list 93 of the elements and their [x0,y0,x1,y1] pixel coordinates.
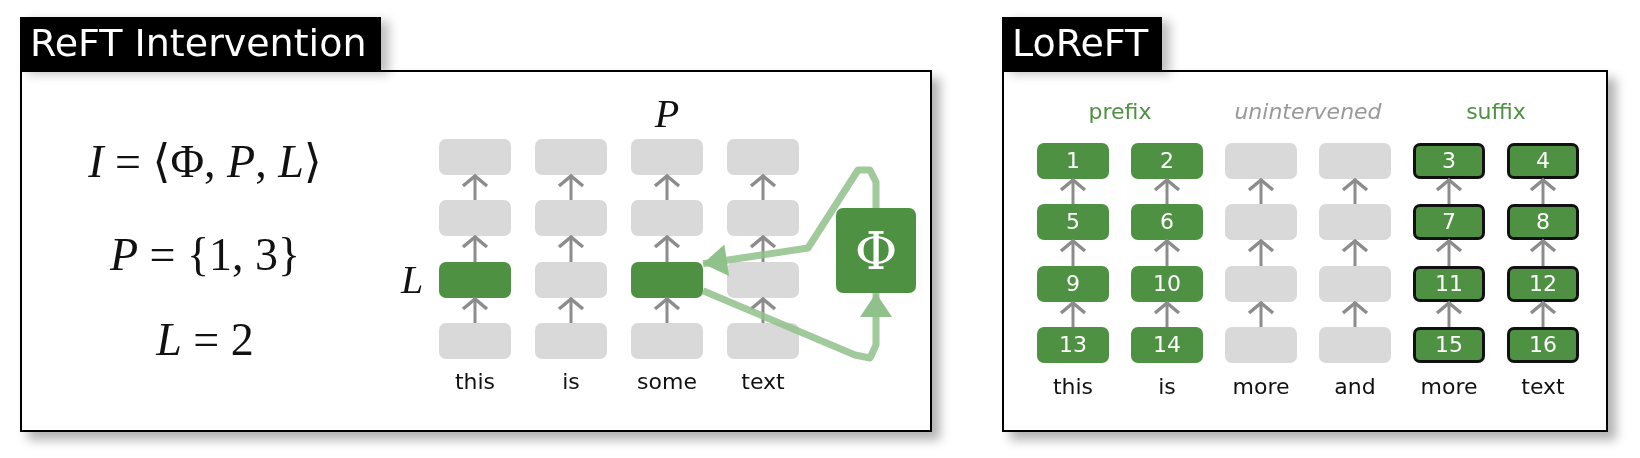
arrow [557,235,585,262]
arrow [702,166,880,277]
numbered-block: 9 [1037,266,1109,302]
arrow [749,174,777,200]
arrow [653,297,681,323]
numbered-block: 14 [1131,327,1203,363]
numbered-block: 7 [1413,204,1485,240]
numbered-block: 8 [1507,204,1579,240]
token-label: is [562,369,580,395]
arrow [557,174,585,200]
arrow [653,174,681,200]
state-block [631,139,703,175]
arrow [1341,239,1369,266]
state-block [1319,327,1391,363]
token-label: more [1420,374,1478,400]
numbered-block: 12 [1507,266,1579,302]
arrow [1059,301,1087,327]
arrow [1247,239,1275,266]
state-block [535,200,607,236]
state-block [535,262,607,298]
arrow [701,287,892,362]
token-label: more [1232,374,1290,400]
state-block [439,139,511,175]
state-block [439,323,511,359]
numbered-block: 13 [1037,327,1109,363]
state-block [439,200,511,236]
group-label: suffix [1466,99,1526,125]
arrow [1247,178,1275,204]
position-symbol: P [654,92,680,136]
arrow [1529,239,1557,266]
numbered-block: 15 [1413,327,1485,363]
numbered-block: 10 [1131,266,1203,302]
numbered-block: 11 [1413,266,1485,302]
state-block [1225,204,1297,240]
state-block [1319,266,1391,302]
state-block [631,200,703,236]
arrow [1529,301,1557,327]
arrow [1341,178,1369,204]
token-label: text [741,369,785,395]
state-block [1225,143,1297,179]
token-label: text [1521,374,1565,400]
token-label: some [637,369,697,395]
group-label: prefix [1088,99,1152,125]
formula: I = ⟨Φ, P, L⟩ [88,136,322,188]
arrow [1153,239,1181,266]
state-block [1225,327,1297,363]
arrow [1435,239,1463,266]
state-block [631,262,703,298]
layer-symbol: L [400,258,424,302]
token-label: and [1334,374,1376,400]
token-label: is [1158,374,1176,400]
token-label: this [1052,374,1094,400]
arrow [1529,178,1557,204]
arrow [1059,239,1087,266]
formula: P = {1, 3} [109,229,301,281]
state-block [727,262,799,298]
arrow [461,297,489,323]
arrow [1059,178,1087,204]
token-label: this [454,369,496,395]
arrow [749,235,777,262]
arrow [461,235,489,262]
state-block [535,139,607,175]
arrow [557,297,585,323]
state-block [1225,266,1297,302]
arrow [1153,178,1181,204]
numbered-block: 2 [1131,143,1203,179]
numbered-block: 3 [1413,143,1485,179]
numbered-block: 5 [1037,204,1109,240]
formula: L = 2 [156,314,254,366]
state-block [631,323,703,359]
state-block [1319,143,1391,179]
state-block [1319,204,1391,240]
numbered-block: 4 [1507,143,1579,179]
state-block [535,323,607,359]
state-block [727,200,799,236]
function-box: Φ [836,208,916,293]
arrow [1435,178,1463,204]
panel-title: LoReFT [1002,17,1163,70]
arrow [1435,301,1463,327]
numbered-block: 6 [1131,204,1203,240]
arrow [461,174,489,200]
numbered-block: 16 [1507,327,1579,363]
state-block [727,323,799,359]
panel-title: ReFT Intervention [20,17,381,70]
state-block [439,262,511,298]
numbered-block: 1 [1037,143,1109,179]
state-block [727,139,799,175]
arrow [653,235,681,262]
group-label: unintervened [1234,99,1382,125]
arrow [749,297,777,323]
arrow [1247,301,1275,327]
arrow [1153,301,1181,327]
arrow [1341,301,1369,327]
